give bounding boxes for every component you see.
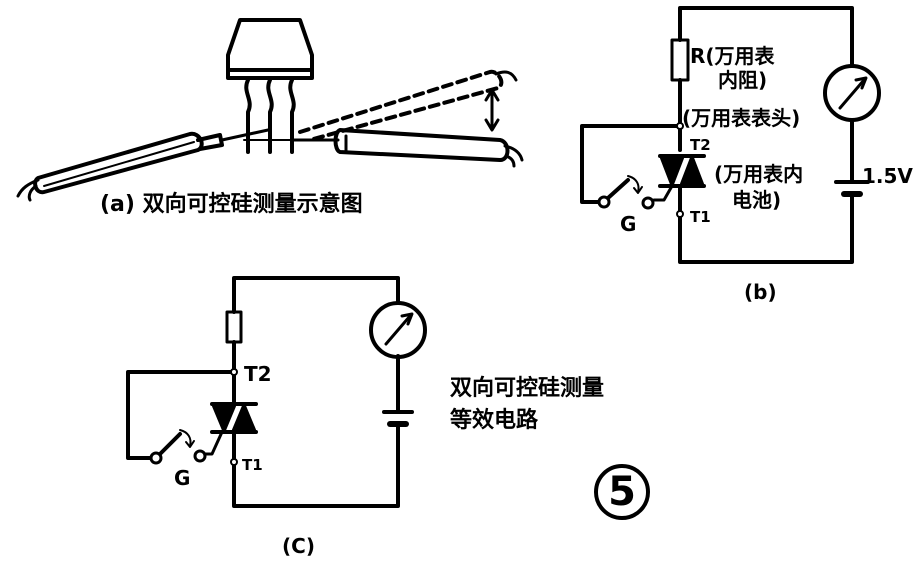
panel-c-switch-blade (158, 432, 182, 456)
figure-number: 5 (596, 462, 648, 522)
panel-c-meter-needle-head (400, 312, 414, 326)
triac-leg-middle (266, 78, 274, 154)
panel-c-switch-arrow-head (185, 440, 195, 448)
panel-b-switch-contact (597, 195, 611, 209)
triac-leg-right (288, 78, 296, 154)
triac-package (226, 18, 314, 80)
panel-b-switch-arrow (627, 175, 640, 193)
motion-arrow-head-down (484, 118, 500, 132)
panel-b-loop-bottom (678, 208, 854, 264)
panel-c-t1-label: T1 (242, 456, 263, 474)
panel-b-switch-blade (606, 178, 630, 200)
panel-b-gate-label: G (620, 212, 637, 236)
panel-b-resistor-label-line1: R(万用表 (690, 44, 775, 68)
right-probe-raised-cable (494, 70, 518, 82)
panel-c-gate-label: G (174, 466, 191, 490)
panel-c-switch-arrow (179, 429, 192, 447)
panel-b-circuit (580, 6, 881, 264)
panel-b-gate-lead (652, 184, 674, 202)
figure-number-digit: 5 (608, 469, 636, 515)
left-probe-cable (16, 178, 40, 202)
panel-b-t2-label: T2 (690, 136, 711, 154)
panel-b-resistor-label-line2: 内阻) (718, 68, 768, 92)
panel-b-resistor (670, 38, 690, 82)
panel-a-caption: (a) 双向可控硅测量示意图 (100, 192, 363, 217)
panel-c-meter (369, 301, 427, 359)
panel-c-resistor (225, 310, 243, 344)
panel-c-meter-needle (384, 314, 412, 346)
panel-b-switch-loop (580, 124, 682, 204)
panel-c-loop-bottom (232, 428, 400, 508)
panel-c-node-t2 (230, 368, 238, 376)
panel-b-switch-arrow-head (633, 186, 643, 194)
panel-b-gate-terminal (641, 196, 655, 210)
figure-number-circle (594, 464, 650, 520)
panel-b-battery-label-line2: 电池) (732, 188, 782, 212)
panel-c-switch-loop (126, 370, 236, 460)
panel-c-loop-top (232, 276, 400, 314)
panel-b-meter-label: (万用表表头) (682, 106, 801, 130)
panel-b-node-t1 (676, 210, 684, 218)
panel-c-triac-triangle-up (232, 404, 256, 432)
panel-c-title-line2: 等效电路 (450, 408, 539, 433)
panel-b-t1-label: T1 (690, 208, 711, 226)
panel-b-voltage-label: 1.5V (862, 164, 913, 188)
right-probe-body (333, 128, 510, 162)
panel-b-battery-label-line1: (万用表内 (714, 162, 804, 186)
panel-c-gate-lead (204, 430, 224, 456)
left-probe-tip (220, 128, 270, 142)
right-probe-raised-dashed (298, 69, 504, 142)
panel-c-triac-triangle-down (212, 404, 236, 432)
panel-c-caption: (C) (282, 534, 315, 558)
motion-arrow-head-up (484, 88, 500, 102)
panel-c-node-t1 (230, 458, 238, 466)
panel-c-t2-label: T2 (244, 362, 272, 386)
panel-c-switch-contact (149, 451, 163, 465)
panel-b-caption: (b) (744, 280, 777, 304)
panel-b-triac-triangle-down (660, 156, 684, 186)
panel-c-title-line1: 双向可控硅测量 (450, 376, 605, 401)
panel-b-meter (823, 64, 881, 122)
left-probe-highlight (43, 141, 195, 187)
left-probe-body (33, 131, 204, 195)
panel-c-circuit (126, 276, 427, 508)
panel-c-gate-terminal (193, 449, 207, 463)
panel-b-meter-needle (838, 78, 866, 110)
panel-b-node-top (676, 122, 684, 130)
panel-b-loop-left (678, 6, 854, 68)
right-probe-cable (503, 144, 524, 168)
panel-a-illustration (16, 18, 524, 202)
panel-b-meter-needle-head (854, 76, 868, 90)
panel-b-triac-triangle-up (680, 156, 704, 186)
triac-leg-left (244, 78, 252, 154)
